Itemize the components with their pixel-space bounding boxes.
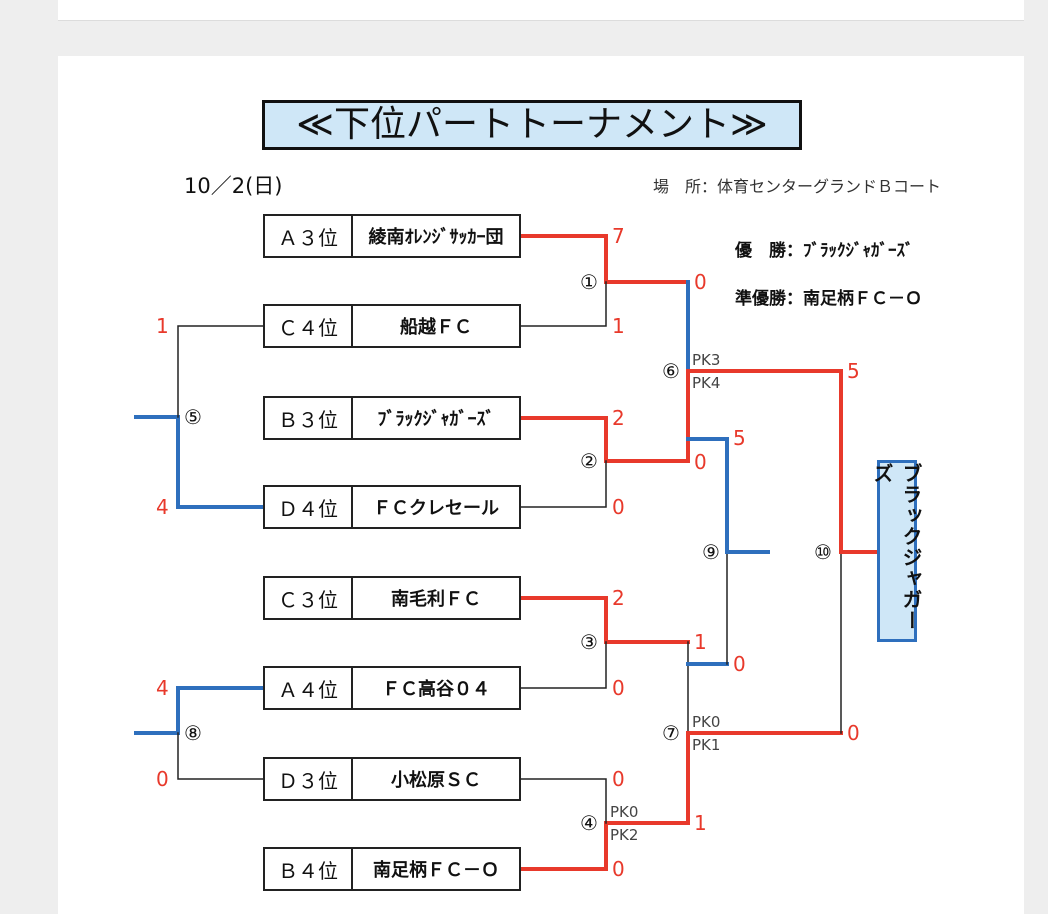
winner-result: 優 勝：ﾌﾞﾗｯｸｼﾞｬｶﾞｰｽﾞ xyxy=(735,241,914,261)
line-m1-winner xyxy=(519,234,690,284)
pk-m6-top: PK3 xyxy=(692,351,721,369)
score-m6-bottom: 0 xyxy=(694,450,707,474)
pk-m4-bottom: PK2 xyxy=(610,826,639,844)
team-slot-3: Ｂ３位 ﾌﾞﾗｯｸｼﾞｬｶﾞｰｽﾞ xyxy=(263,396,521,440)
previous-card xyxy=(58,0,1024,21)
match-number-3: ③ xyxy=(580,630,598,654)
score-m8-bottom: 0 xyxy=(156,767,169,791)
score-m5-top: 1 xyxy=(156,314,169,338)
team-rank: Ａ４位 xyxy=(265,668,353,708)
team-rank: Ｃ４位 xyxy=(265,306,353,346)
runner-up-result: 準優勝：南足柄ＦＣ－Ｏ xyxy=(735,289,922,309)
line-m4-loser xyxy=(520,778,607,824)
score-m8-top: 4 xyxy=(156,676,169,700)
line-m2-loser xyxy=(520,460,607,508)
match-number-2: ② xyxy=(580,449,598,473)
line-m2-winner xyxy=(519,416,690,463)
score-m4-top: 0 xyxy=(612,767,625,791)
team-slot-6: Ａ４位 ＦＣ高谷０４ xyxy=(263,666,521,710)
match-number-10: ⑩ xyxy=(814,540,832,564)
team-rank: Ｃ３位 xyxy=(265,578,353,618)
team-rank: Ａ３位 xyxy=(265,216,353,256)
line-m8-winner xyxy=(134,686,265,735)
line-m5-loser xyxy=(177,325,264,418)
team-rank: Ｂ４位 xyxy=(265,849,353,889)
score-m9-bottom: 0 xyxy=(733,652,746,676)
score-m10-top: 5 xyxy=(847,359,860,383)
score-m2-top: 2 xyxy=(612,406,625,430)
team-slot-5: Ｃ３位 南毛利ＦＣ xyxy=(263,576,521,620)
team-name: 小松原ＳＣ xyxy=(391,770,481,791)
line-m4-winner xyxy=(519,821,690,871)
match-number-8: ⑧ xyxy=(184,721,202,745)
pk-m7-top: PK0 xyxy=(692,713,721,731)
score-m4-bottom: 0 xyxy=(612,857,625,881)
team-name: 船越ＦＣ xyxy=(400,317,472,338)
match-number-6: ⑥ xyxy=(662,359,680,383)
team-slot-1: Ａ３位 綾南ｵﾚﾝｼﾞｻｯｶｰ団 xyxy=(263,214,521,258)
team-slot-7: Ｄ３位 小松原ＳＣ xyxy=(263,757,521,801)
team-name: ﾌﾞﾗｯｸｼﾞｬｶﾞｰｽﾞ xyxy=(377,409,495,430)
line-m3-winner xyxy=(519,596,690,644)
score-m10-bottom: 0 xyxy=(847,721,860,745)
venue-label: 場 所：体育センターグランドＢコート xyxy=(653,177,942,196)
score-m1-bottom: 1 xyxy=(612,314,625,338)
team-rank: Ｄ３位 xyxy=(265,759,353,799)
score-m2-bottom: 0 xyxy=(612,495,625,519)
match-number-9: ⑨ xyxy=(702,540,720,564)
match-number-5: ⑤ xyxy=(184,405,202,429)
team-name: 綾南ｵﾚﾝｼﾞｻｯｶｰ団 xyxy=(368,227,504,248)
score-m1-top: 7 xyxy=(612,224,625,248)
team-slot-8: Ｂ４位 南足柄ＦＣ－Ｏ xyxy=(263,847,521,891)
page-title: ≪下位パートトーナメント≫ xyxy=(262,100,802,150)
pk-m6-bottom: PK4 xyxy=(692,374,721,392)
champion-name: ブラックジャガーズ xyxy=(870,463,923,631)
line-m5-winner xyxy=(134,415,265,509)
score-m3-bottom: 0 xyxy=(612,676,625,700)
match-date: 10／2(日) xyxy=(184,174,283,198)
team-slot-4: Ｄ４位 ＦＣクレセール xyxy=(263,485,521,529)
score-m5-bottom: 4 xyxy=(156,495,169,519)
score-m9-top: 5 xyxy=(733,426,746,450)
line-m8-loser xyxy=(177,732,264,780)
team-name: 南足柄ＦＣ－Ｏ xyxy=(373,860,499,881)
team-slot-2: Ｃ４位 船越ＦＣ xyxy=(263,304,521,348)
line-m3-loser xyxy=(520,641,607,689)
team-name: 南毛利ＦＣ xyxy=(391,589,481,610)
match-number-4: ④ xyxy=(580,811,598,835)
pk-m4-top: PK0 xyxy=(610,803,639,821)
team-name: ＦＣクレセール xyxy=(373,498,499,519)
line-m1-loser xyxy=(520,281,607,327)
score-m3-top: 2 xyxy=(612,586,625,610)
pk-m7-bottom: PK1 xyxy=(692,736,721,754)
team-rank: Ｂ３位 xyxy=(265,398,353,438)
score-m6-top: 0 xyxy=(694,270,707,294)
match-number-1: ① xyxy=(580,270,598,294)
match-number-7: ⑦ xyxy=(662,721,680,745)
score-m7-top: 1 xyxy=(694,630,707,654)
team-name: ＦＣ高谷０４ xyxy=(382,679,490,700)
team-rank: Ｄ４位 xyxy=(265,487,353,527)
score-m7-bottom: 1 xyxy=(694,811,707,835)
content-card xyxy=(58,56,1024,914)
champion-box: ブラックジャガーズ xyxy=(870,460,923,642)
